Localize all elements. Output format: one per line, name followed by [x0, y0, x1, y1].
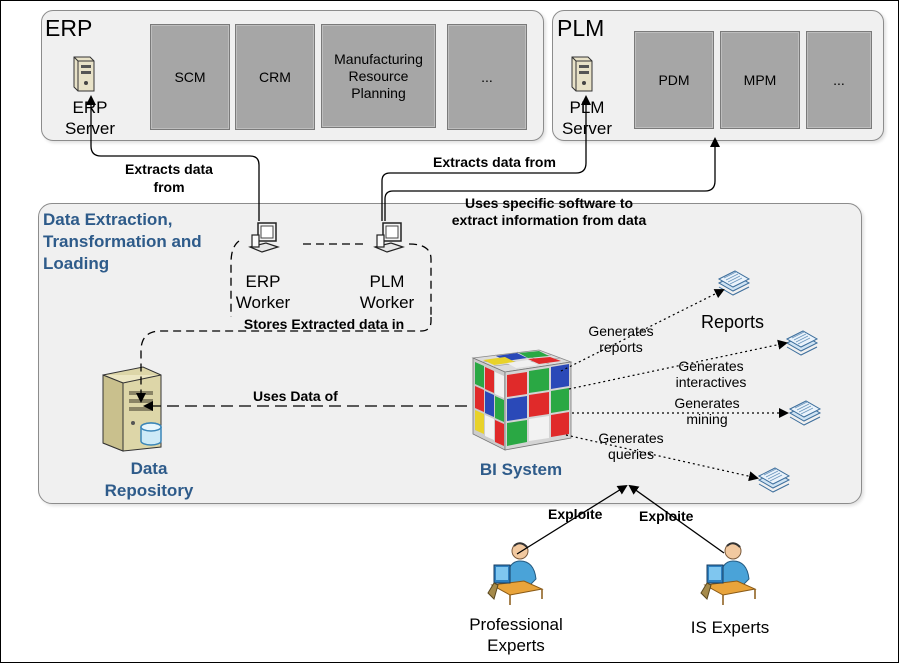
- exploite-left-label: Exploite: [548, 506, 603, 522]
- etl-panel-title: Data Extraction, Transformation and Load…: [43, 210, 202, 273]
- data-repository-label: Data Repository: [104, 459, 194, 500]
- generates-mining-label: Generates mining: [674, 395, 740, 427]
- plm-worker-label: PLM Worker: [359, 272, 415, 312]
- erp-extract-label: Extracts data from: [125, 161, 213, 195]
- specific-software-label: Uses specific software to extract inform…: [451, 195, 647, 228]
- is-experts-label: IS Experts: [690, 618, 770, 637]
- generates-reports-label: Generates reports: [588, 323, 654, 355]
- bi-system-label: BI System: [479, 460, 563, 479]
- stores-label: Stores Extracted data in: [243, 316, 405, 332]
- erp-server-icon: [73, 56, 95, 92]
- generates-interactives-label: Generates interactives: [675, 358, 747, 390]
- module-scm: SCM: [150, 24, 230, 130]
- erp-worker-label: ERP Worker: [235, 272, 291, 312]
- reports-documents-icon: [717, 270, 751, 296]
- exploite-right-label: Exploite: [639, 508, 694, 524]
- professional-expert-person-icon: [487, 542, 544, 605]
- plm-worker-computer-icon: [373, 222, 405, 253]
- bi-cube-icon: [471, 349, 573, 451]
- erp-panel-title: ERP: [45, 15, 93, 41]
- generates-queries-label: Generates queries: [598, 430, 664, 462]
- plm-extract-label: Extracts data from: [433, 154, 556, 170]
- erp-server-label: ERP Server: [64, 98, 116, 138]
- module-erp-more: ...: [447, 24, 527, 130]
- module-pdm: PDM: [634, 31, 714, 129]
- queries-documents-icon: [757, 467, 791, 493]
- uses-data-label: Uses Data of: [253, 388, 338, 404]
- module-mpm: MPM: [720, 31, 800, 129]
- plm-panel-title: PLM: [557, 15, 605, 41]
- module-plm-more: ...: [806, 31, 872, 129]
- mining-documents-icon: [788, 400, 822, 426]
- interactives-documents-icon: [785, 330, 819, 356]
- is-expert-person-icon: [700, 542, 757, 605]
- plm-server-icon: [571, 56, 593, 92]
- professional-experts-label: Professional Experts: [469, 615, 563, 655]
- erp-worker-computer-icon: [248, 222, 280, 253]
- data-repository-server-icon: [102, 366, 162, 452]
- module-manufacturing-resource-planning: Manufacturing Resource Planning: [321, 24, 436, 128]
- module-crm: CRM: [235, 24, 315, 130]
- plm-server-label: PLM Server: [561, 98, 613, 138]
- reports-title: Reports: [701, 312, 765, 332]
